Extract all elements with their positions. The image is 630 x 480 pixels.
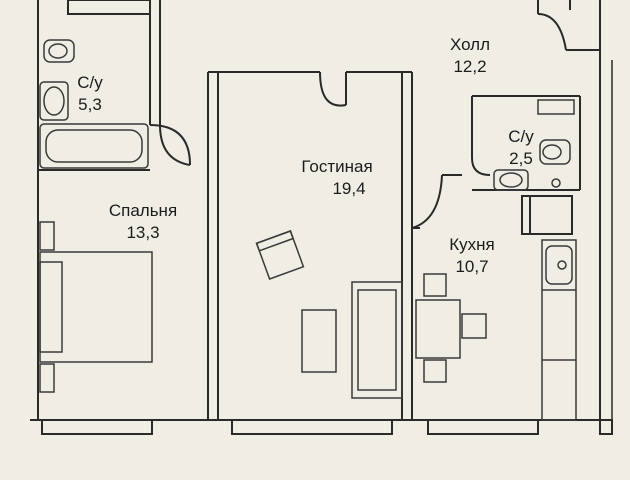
kitchen-counter [541, 239, 577, 421]
coffee-table-icon [301, 309, 337, 373]
room-name: Гостиная [301, 157, 373, 176]
room-area: 12,2 [453, 57, 487, 76]
door-arc [319, 71, 347, 107]
toilet-icon [539, 139, 571, 165]
room-area: 5,3 [78, 95, 102, 114]
sofa-icon [351, 281, 403, 399]
bathtub-icon [39, 123, 149, 169]
window [599, 419, 613, 435]
room-name: Спальня [108, 201, 178, 220]
room-area: 2,5 [509, 149, 533, 168]
room-label-bath-main: С/у 5,3 [60, 72, 120, 116]
room-area: 13,3 [126, 223, 160, 242]
window [427, 419, 539, 435]
room-area: 19,4 [332, 179, 366, 198]
kitchen-sink-icon [545, 245, 573, 285]
room-label-living: Гостиная 19,4 [282, 156, 392, 200]
room-area: 10,7 [455, 257, 489, 276]
room-name: Холл [449, 35, 491, 54]
room-label-bedroom: Спальня 13,3 [88, 200, 198, 244]
door-arc [411, 174, 443, 229]
room-label-kitchen: Кухня 10,7 [432, 234, 512, 278]
dining-table-icon [415, 299, 461, 359]
room-name: С/у [508, 127, 534, 146]
sink-icon [493, 169, 529, 191]
window [231, 419, 393, 435]
door-arc [159, 124, 191, 166]
door-arc [471, 157, 491, 176]
door-arc [149, 124, 191, 166]
room-name: Кухня [449, 235, 495, 254]
room-label-hall: Холл 12,2 [430, 34, 510, 78]
sink-icon [39, 81, 69, 121]
shelf-icon [537, 99, 575, 115]
room-name: С/у [77, 73, 103, 92]
window [41, 419, 153, 435]
toilet-icon [43, 39, 75, 63]
armchair-icon [255, 230, 305, 280]
room-label-bath-small: С/у 2,5 [496, 126, 546, 170]
